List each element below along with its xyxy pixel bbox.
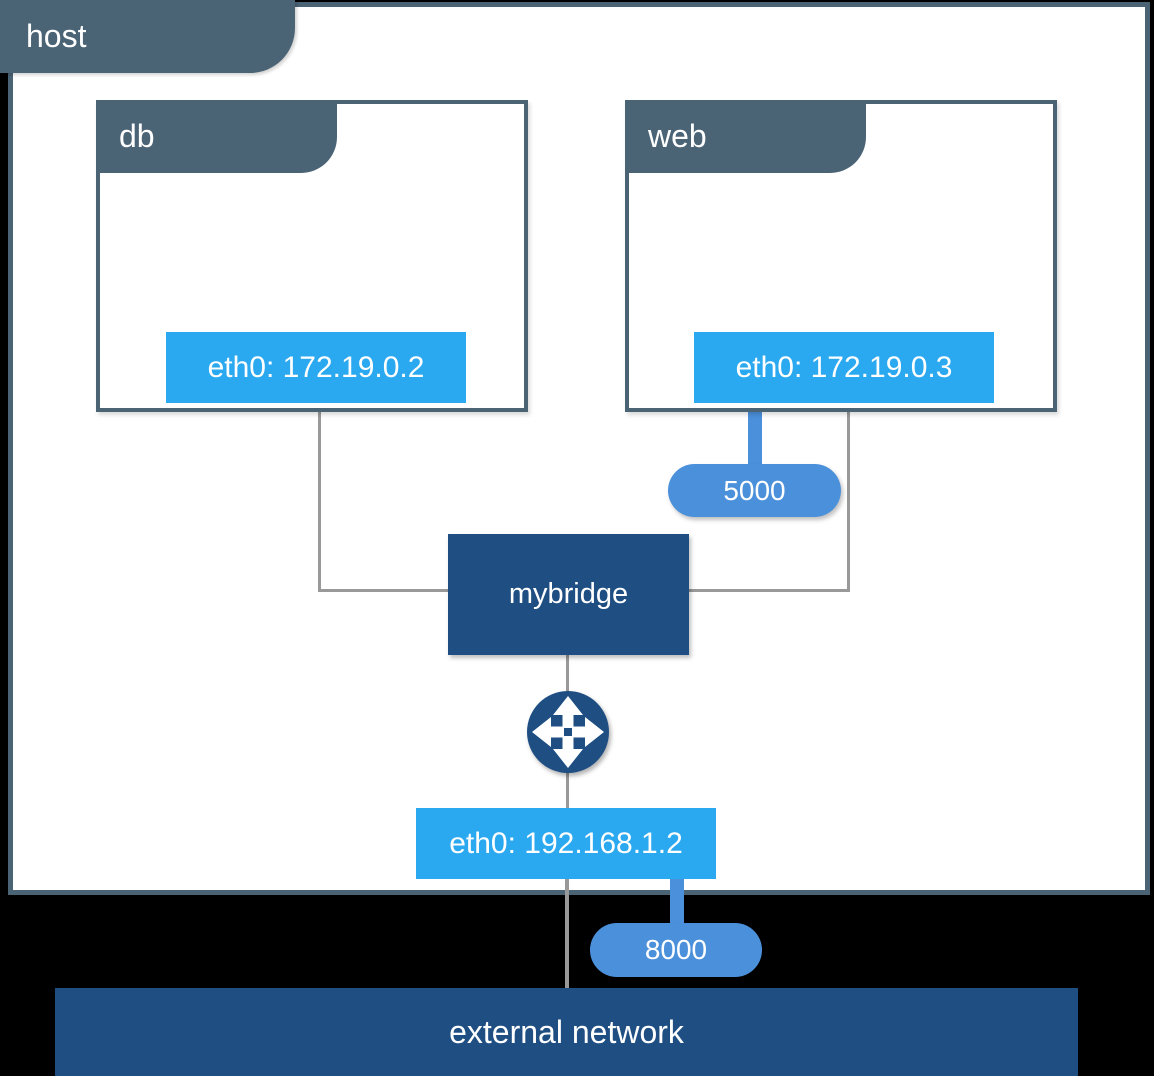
port-5000-pill: 5000 <box>668 464 841 517</box>
container-db-tab: db <box>96 100 337 173</box>
web-eth0-badge: eth0: 172.19.0.3 <box>694 332 994 403</box>
external-network-label: external network <box>449 1013 684 1050</box>
external-network-bar: external network <box>55 988 1078 1076</box>
bridge-label: mybridge <box>508 578 629 610</box>
connector-web-to-bridge-vertical <box>847 412 850 592</box>
db-eth0-badge: eth0: 172.19.0.2 <box>166 332 466 403</box>
port-8000-pill: 8000 <box>590 923 762 977</box>
connector-webeth-to-port5000 <box>748 403 762 470</box>
web-eth0-label: eth0: 172.19.0.3 <box>735 350 953 384</box>
connector-hosteth-to-port8000 <box>670 879 684 929</box>
host-tab: host <box>0 0 295 73</box>
db-eth0-label: eth0: 172.19.0.2 <box>207 350 425 384</box>
container-web-label: web <box>648 118 707 154</box>
container-db-label: db <box>119 118 155 154</box>
connector-db-to-bridge-horizontal <box>318 589 449 592</box>
port-5000-label: 5000 <box>723 474 786 506</box>
bridge-box: mybridge <box>448 534 689 655</box>
connector-db-to-bridge-vertical <box>318 412 321 592</box>
host-eth0-label: eth0: 192.168.1.2 <box>449 826 683 860</box>
host-eth0-badge: eth0: 192.168.1.2 <box>416 808 716 879</box>
port-8000-label: 8000 <box>644 934 708 965</box>
connector-web-to-bridge-horizontal <box>689 589 850 592</box>
connector-hosteth-to-external <box>565 879 569 988</box>
host-label: host <box>26 18 87 54</box>
router-icon <box>525 689 611 775</box>
container-web-tab: web <box>625 100 866 173</box>
